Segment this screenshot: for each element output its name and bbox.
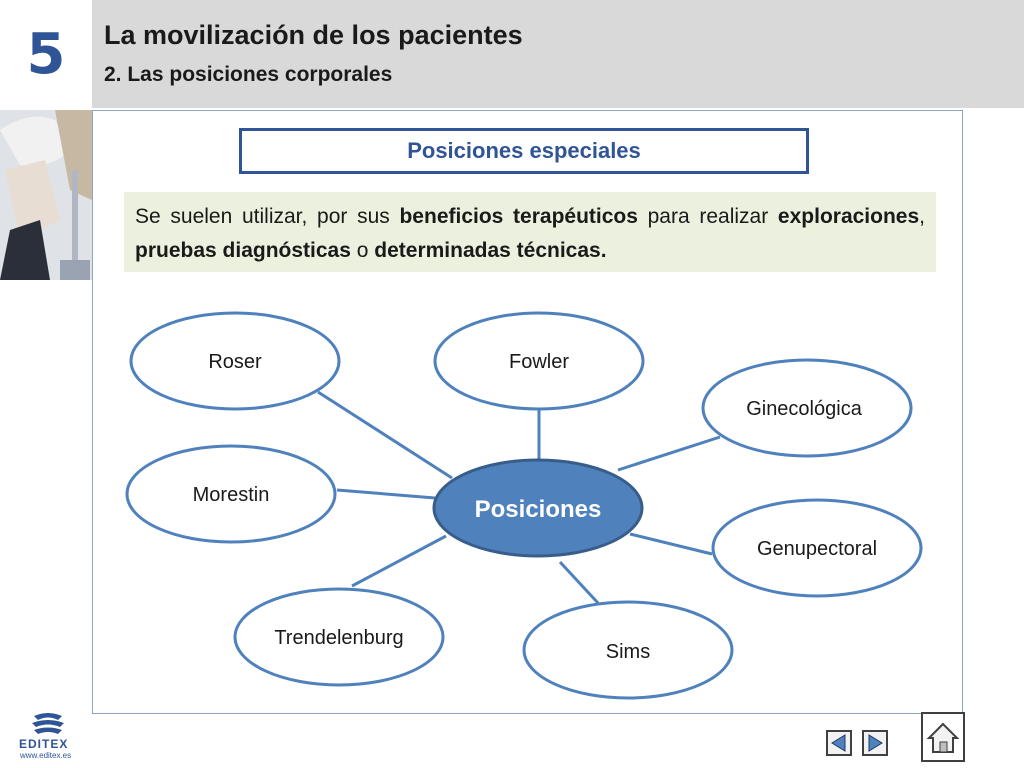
node-label: Roser: [208, 351, 262, 373]
header-bar: [92, 0, 1024, 108]
chapter-number: 5: [26, 21, 66, 87]
info-part: para realizar: [637, 205, 778, 228]
node-label: Sims: [606, 641, 650, 663]
logo-url: www.editex.es: [20, 751, 72, 760]
node-trendelenburg: Trendelenburg: [233, 587, 445, 687]
node-label: Ginecológica: [746, 398, 863, 420]
page-subtitle: 2. Las posiciones corporales: [104, 63, 393, 86]
center-node: Posiciones: [432, 458, 644, 558]
node-roser: Roser: [129, 311, 341, 411]
info-part: Se suelen utilizar, por sus: [135, 205, 400, 228]
home-icon: [921, 712, 965, 762]
info-part: ,: [919, 205, 925, 228]
node-sims: Sims: [522, 600, 734, 700]
connectors: [317, 390, 721, 605]
connector-ginecologica: [617, 435, 721, 472]
info-text: Se suelen utilizar, por sus beneficios t…: [124, 192, 936, 272]
nursing-photo: [0, 110, 92, 280]
node-label: Trendelenburg: [274, 627, 403, 649]
logo-text: EDITEX: [19, 737, 69, 751]
connector-sims: [558, 560, 600, 605]
info-part-bold: pruebas diagnósticas: [135, 239, 351, 262]
node-genupectoral: Genupectoral: [711, 498, 923, 598]
info-part-bold: beneficios terapéuticos: [399, 205, 638, 228]
connector-trendelenburg: [351, 534, 447, 588]
node-label: Fowler: [509, 351, 569, 373]
previous-icon: [826, 730, 852, 756]
node-ginecologica: Ginecológica: [701, 358, 913, 458]
connector-morestin: [336, 488, 436, 500]
page-title: La movilización de los pacientes: [104, 20, 523, 50]
node-label: Genupectoral: [757, 538, 877, 560]
node-morestin: Morestin: [125, 444, 337, 544]
node-label: Morestin: [193, 484, 270, 506]
previous-button[interactable]: [826, 730, 852, 756]
node-fowler: Fowler: [433, 311, 645, 411]
next-icon: [862, 730, 888, 756]
center-label: Posiciones: [475, 496, 602, 523]
connector-genupectoral: [629, 532, 713, 556]
info-part-bold: determinadas técnicas.: [374, 239, 607, 262]
info-part: o: [350, 239, 375, 262]
connector-roser: [317, 390, 453, 480]
home-button[interactable]: [921, 712, 965, 762]
next-button[interactable]: [862, 730, 888, 756]
section-title: Posiciones especiales: [239, 128, 809, 174]
info-part-bold: exploraciones: [777, 205, 920, 228]
editex-logo: [18, 712, 78, 762]
